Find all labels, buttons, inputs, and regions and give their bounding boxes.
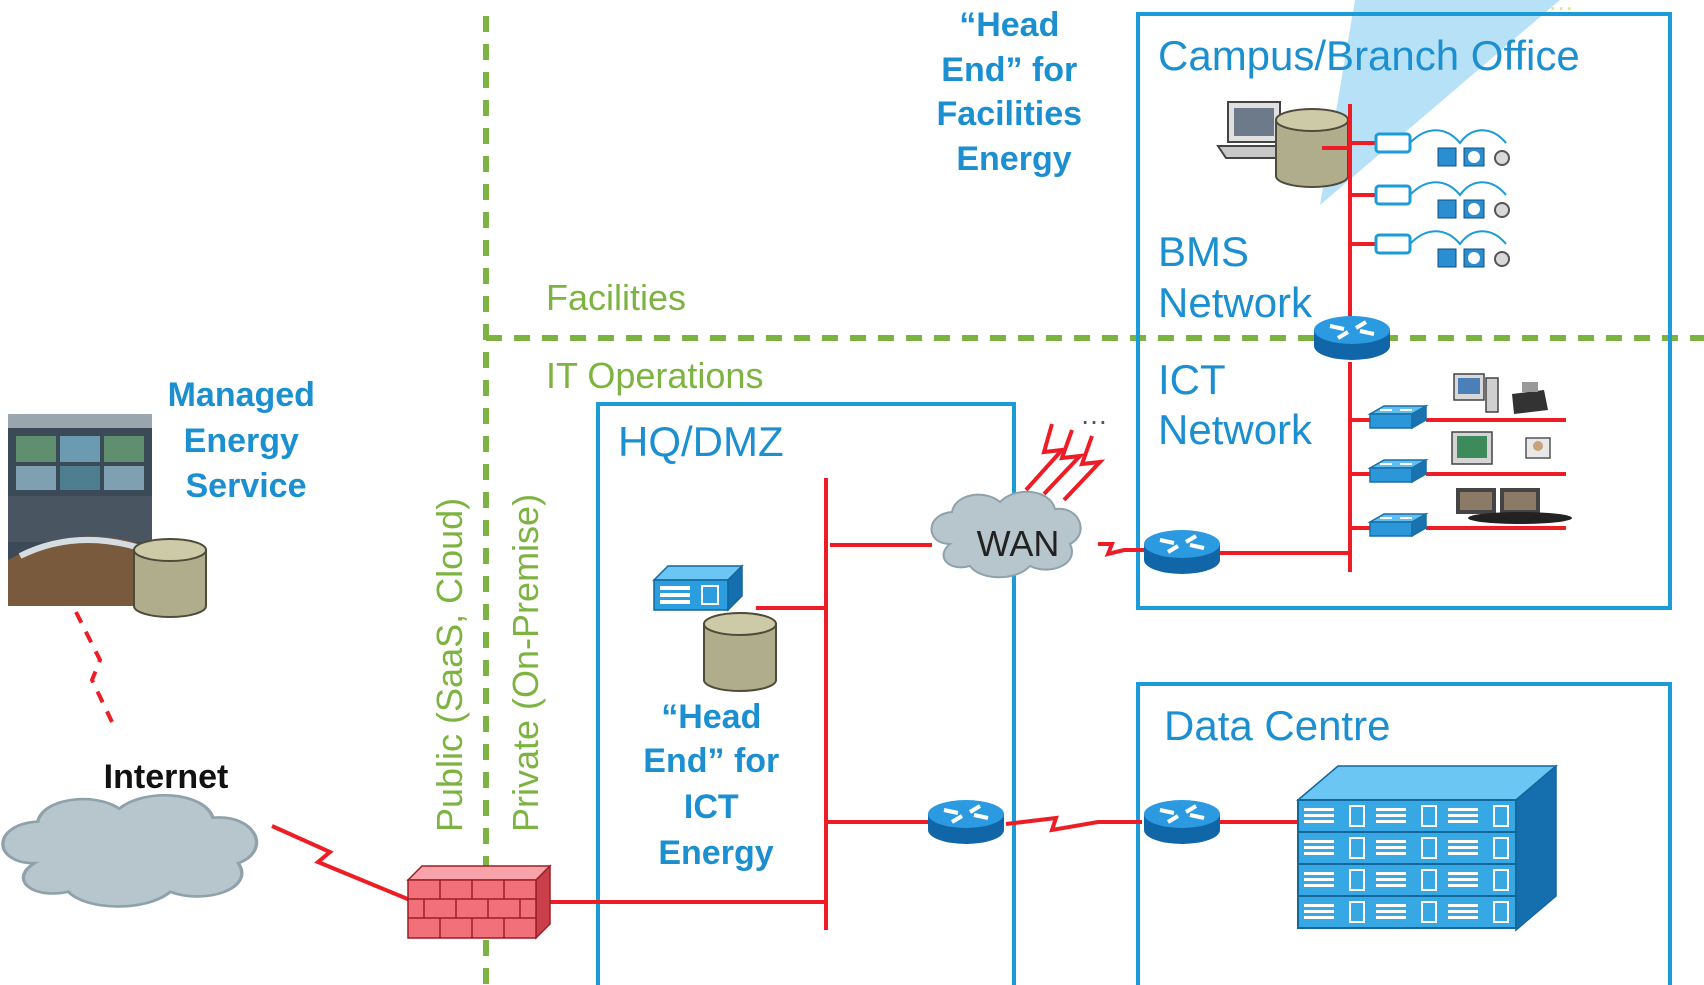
managed-service-database-icon [133,538,207,618]
hq-dmz-box [596,402,1016,985]
zone-public-label: Public (SaaS, Cloud) [429,498,470,832]
internet-label: Internet [104,758,229,796]
ellipsis-wireless: … [1080,399,1108,430]
wan-label: WAN [977,523,1060,564]
bms-controller-2-icon [1374,180,1511,220]
data-centre-box [1136,682,1672,985]
data-centre-router-icon [1142,798,1222,846]
video-endpoint-icon [1451,431,1551,465]
bms-network-label: BMS Network [1158,228,1313,326]
ict-head-end-server-icon [653,565,777,692]
zone-facilities-label: Facilities [546,277,686,318]
zone-it-operations-label: IT Operations [546,355,763,396]
hq-links [550,478,930,930]
campus-branch-title: Campus/Branch Office [1158,32,1580,79]
zone-private-label: Private (On-Premise) [505,494,546,832]
telepresence-room-icon [1456,488,1572,524]
internet-firewall-link [271,824,411,902]
campus-bms-router-icon [1312,314,1392,362]
ict-network-links [1218,362,1566,572]
data-centre-server-rack-icon [1295,764,1559,932]
ict-switch-3-icon [1369,513,1427,537]
head-end-ict-label: “Head End” for ICT Energy [643,698,788,872]
firewall-icon [406,864,552,940]
bms-network-links [1322,104,1376,318]
ict-switch-2-icon [1369,459,1427,483]
managed-service-internet-link [74,611,114,723]
head-end-facilities-label: “Head End” for Facilities Energy [937,6,1092,178]
bms-controller-1-icon [1374,128,1511,168]
hq-router-icon [926,798,1006,846]
hq-dmz-title: HQ/DMZ [618,418,784,465]
bms-workstation-icon [1216,101,1349,188]
data-centre-title: Data Centre [1164,702,1390,749]
wan-links [830,542,1144,557]
ict-switch-1-icon [1369,405,1427,429]
wireless-links-icon [1024,423,1106,502]
hq-datacentre-link [1005,815,1142,833]
beam-graphic [1320,0,1560,205]
managed-energy-service-label: Managed Energy Service [168,376,325,505]
campus-ict-router-icon [1142,528,1222,576]
campus-branch-box [1136,12,1672,610]
internet-cloud-icon [1,793,259,909]
bms-controller-3-icon [1374,229,1511,269]
ip-phone-pc-icon [1453,373,1548,414]
ellipsis-top: … [1548,0,1574,16]
control-room-photo [8,414,154,606]
ict-network-label: ICT Network [1158,356,1313,453]
